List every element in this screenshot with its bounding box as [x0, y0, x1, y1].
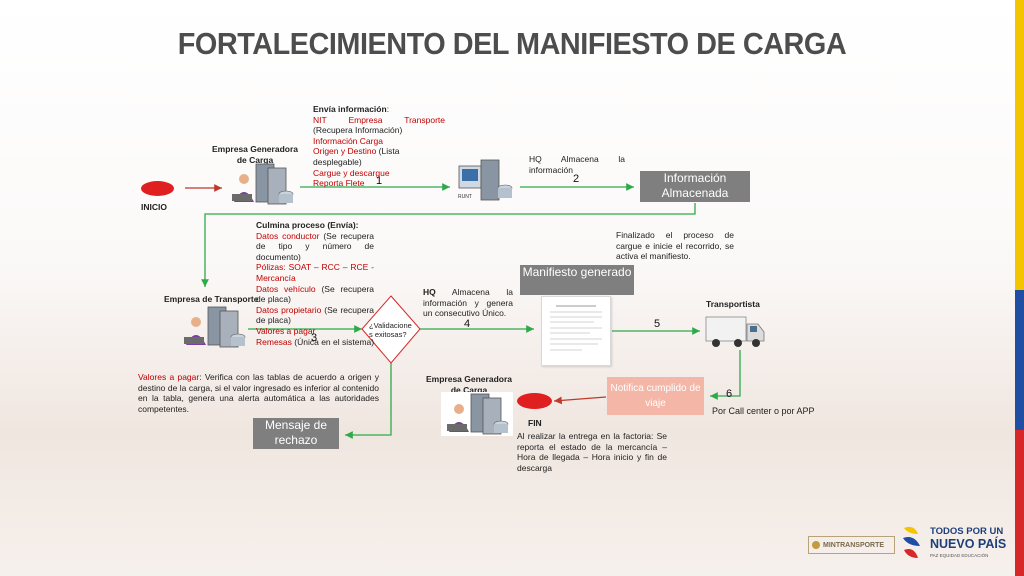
- step-2: 2: [573, 173, 580, 185]
- valores-nota-rest: : Verifica con las tablas de acuerdo a o…: [138, 372, 379, 414]
- finalizado-text: Finalizado el proceso de cargue e inicie…: [616, 230, 734, 262]
- manifiesto-document-icon: [541, 296, 611, 366]
- flag-stripe-red: [1015, 430, 1024, 576]
- envia-line-2: Información Carga: [313, 135, 383, 146]
- truck-icon: [704, 314, 766, 350]
- step-6: 6: [726, 388, 733, 400]
- manifiesto-generado-box: Manifiesto generado: [520, 265, 634, 295]
- informacion-almacenada-box: Información Almacenada: [640, 171, 750, 202]
- hq-mid-text: HQ Almacena la información y genera un c…: [423, 287, 513, 319]
- flag-stripe-blue: [1015, 290, 1024, 430]
- culmina-line-5: Valores a pagar: [256, 325, 316, 336]
- coat-of-arms-icon: [812, 541, 820, 549]
- step-3: 3: [311, 332, 318, 344]
- arrow-to-rechazo: [345, 363, 392, 439]
- decision-diamond: [361, 295, 421, 364]
- culmina-heading: Culmina proceso (Envía):: [256, 220, 359, 230]
- envia-line-1: (Recupera Información): [313, 125, 403, 136]
- empresa-transporte-label: Empresa de Transporte: [164, 294, 259, 304]
- envia-info-block: Envía información: NIT Empresa Transport…: [313, 104, 445, 189]
- culmina-line-2: Pólizas: SOAT – RCC – RCE - Mercancía: [256, 262, 374, 283]
- inicio-label: INICIO: [141, 202, 167, 212]
- todos-line-1: TODOS POR UN: [930, 526, 1004, 537]
- culmina-line-4: (Se recupera de placa): [256, 304, 375, 326]
- runt-server-icon: [455, 158, 517, 206]
- page-title: FORTALECIMIENTO DEL MANIFIESTO DE CARGA: [177, 26, 847, 61]
- transportista-label: Transportista: [706, 299, 760, 309]
- culmina-line-1-red: Datos conductor: [256, 230, 320, 241]
- todos-por-un-nuevo-pais-logo: TODOS POR UN NUEVO PAÍS PAZ EQUIDAD EDUC…: [900, 522, 1007, 568]
- culmina-block: Culmina proceso (Envía): Datos conductor…: [256, 220, 374, 347]
- entrega-text: Al realizar la entrega en la factoria: S…: [517, 431, 667, 473]
- envia-line-3-red: Origen y Destino: [313, 146, 377, 157]
- flag-stripe-yellow: [1015, 0, 1024, 290]
- valores-nota-red: Valores a pagar: [138, 372, 200, 382]
- hq-mid-rest: Almacena la información y genera un cons…: [423, 287, 513, 319]
- todos-line-2: NUEVO PAÍS: [930, 537, 1007, 551]
- envia-line-5: Reporta Flete: [313, 178, 365, 189]
- envia-heading: Envía información: [313, 104, 387, 114]
- arrow-notifica-to-fin: [553, 396, 607, 405]
- envia-colon: :: [386, 104, 390, 114]
- culmina-line-6: (Única en el sistema): [291, 336, 375, 347]
- culmina-line-1: (Se recupera de tipo y número de documen…: [256, 230, 374, 262]
- step-1: 1: [376, 175, 383, 187]
- fin-node: [517, 393, 552, 409]
- server-user-icon-transporte: [178, 305, 250, 349]
- culmina-line-6-red: Remesas: [256, 336, 292, 347]
- mensaje-rechazo-box: Mensaje de rechazo: [253, 418, 339, 449]
- step-4: 4: [464, 318, 471, 330]
- fin-label: FIN: [528, 418, 542, 428]
- culmina-line-3-red: Datos vehículo: [256, 283, 316, 294]
- arrow-step-6: [710, 350, 741, 400]
- mintransporte-text: MINTRANSPORTE: [823, 541, 885, 549]
- decision-label: ¿Validacione s exitosas?: [369, 321, 412, 339]
- empresa-generadora-top-label: Empresa Generadora de Carga: [212, 144, 298, 165]
- envia-line-3: (Lista desplegable): [313, 146, 400, 167]
- mintransporte-logo: MINTRANSPORTE: [808, 536, 895, 554]
- todos-line-3: PAZ EQUIDAD EDUCACIÓN: [930, 553, 989, 558]
- runt-label: RUNT: [458, 194, 472, 200]
- hq-top-text: HQ Almacena la información: [529, 154, 625, 175]
- flag-wave-icon: [903, 526, 920, 558]
- arrow-to-empresa-transporte: [201, 203, 696, 287]
- culmina-line-3: (Se recupera de placa): [256, 283, 374, 305]
- notifica-cumplido-box: Notifica cumplido de viaje: [607, 377, 704, 415]
- server-user-icon-bottom: [441, 392, 513, 436]
- valores-nota: Valores a pagar: Verifica con las tablas…: [138, 372, 379, 414]
- call-center-text: Por Call center o por APP: [712, 406, 815, 416]
- envia-line-1-red: NIT Empresa Transporte: [313, 114, 445, 125]
- step-5: 5: [654, 318, 661, 330]
- server-user-icon: [226, 162, 298, 206]
- inicio-node: [141, 181, 174, 196]
- hq-mid-bold: HQ: [423, 287, 436, 297]
- culmina-line-4-red: Datos propietario: [256, 304, 322, 315]
- envia-line-4: Cargue y descargue: [313, 167, 390, 178]
- empresa-generadora-bottom-label: Empresa Generadora de Carga: [426, 374, 512, 395]
